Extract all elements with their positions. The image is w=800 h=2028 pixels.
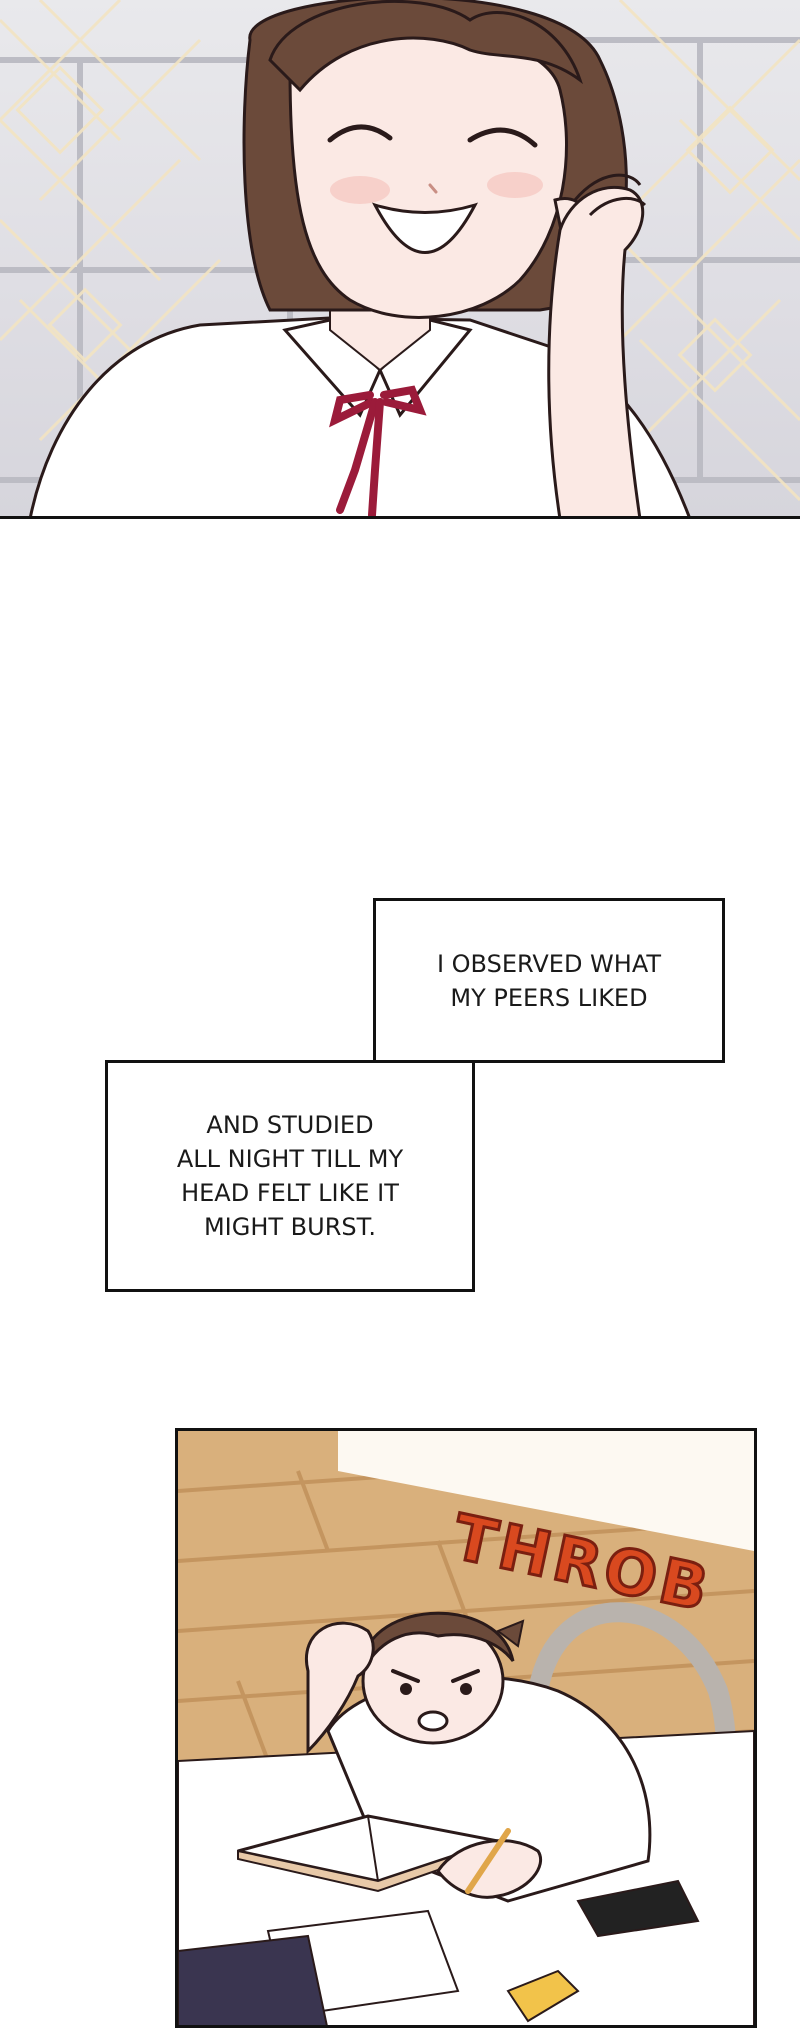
studying-girl-illustration	[178, 1431, 754, 2025]
caption-box-observed: I OBSERVED WHAT MY PEERS LIKED	[373, 898, 725, 1063]
caption-box-studied: AND STUDIED ALL NIGHT TILL MY HEAD FELT …	[105, 1060, 475, 1292]
comic-panel-smiling-girl	[0, 0, 800, 519]
caption-text-observed: I OBSERVED WHAT MY PEERS LIKED	[436, 949, 662, 1012]
smiling-girl-illustration	[0, 0, 800, 516]
caption-text-studied: AND STUDIED ALL NIGHT TILL MY HEAD FELT …	[176, 1111, 404, 1241]
